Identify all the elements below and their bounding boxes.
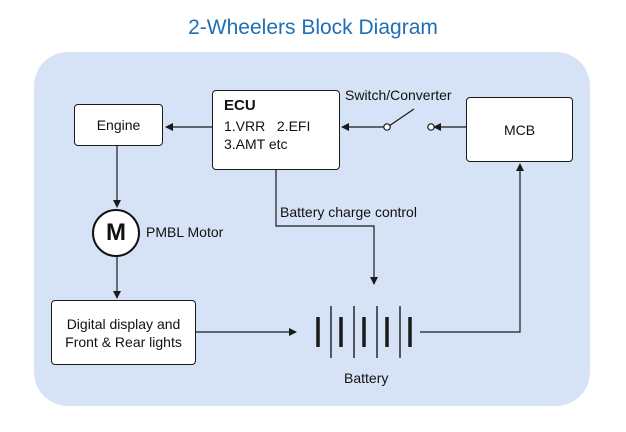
charge-label: Battery charge control [280,204,417,220]
line-ecu-to-battery [275,170,378,285]
switch-contact-left [383,123,391,131]
motor-label: PMBL Motor [146,224,224,240]
battery-label: Battery [344,370,389,386]
display-line-2: Front & Rear lights [65,333,182,350]
display-line-1: Digital display and [66,315,181,332]
motor-symbol: M [92,209,140,257]
engine-label: Engine [96,117,141,133]
diagram-title: 2-Wheelers Block Diagram [188,16,438,39]
engine-block: Engine [74,104,163,146]
switch-lever [388,108,415,127]
mcb-block: MCB [466,97,573,162]
ecu-line-1: 1.VRR 2.EFI [224,118,311,134]
ecu-block: ECU 1.VRR 2.EFI 3.AMT etc [212,90,340,170]
switch-contact-right [427,123,435,131]
ecu-line-2: 3.AMT etc [224,136,288,152]
display-block: Digital display and Front & Rear lights [51,300,196,365]
switch-label: Switch/Converter [345,87,452,103]
ecu-title: ECU [224,97,256,114]
line-battery-to-mcb [420,163,524,333]
mcb-label: MCB [503,121,536,138]
